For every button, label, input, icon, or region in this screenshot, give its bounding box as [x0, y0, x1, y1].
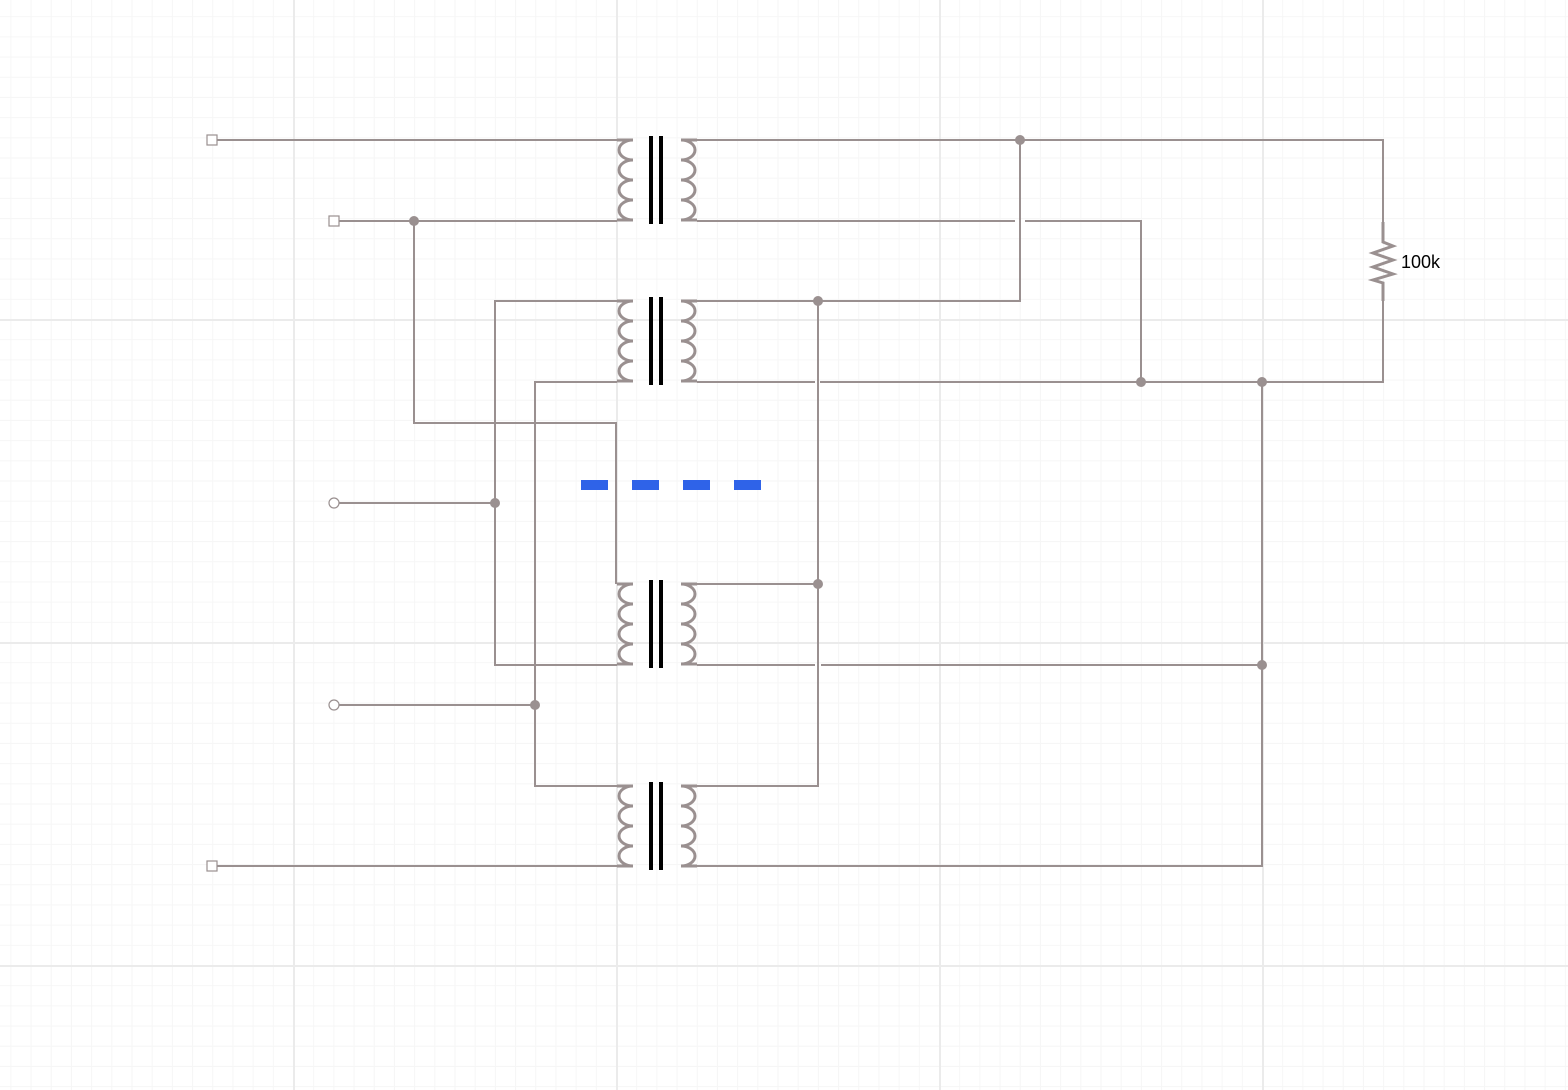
wire[interactable] [820, 301, 1384, 383]
resistor-label: 100k [1401, 252, 1441, 272]
junction-dot [813, 579, 823, 589]
junctions [409, 135, 1267, 710]
wire[interactable] [697, 382, 1263, 867]
junction-dot [409, 216, 419, 226]
resistor-100k[interactable]: 100k [1367, 222, 1441, 301]
circle-terminal[interactable] [328, 497, 340, 509]
circle-terminal[interactable] [328, 699, 340, 711]
selection-marker [581, 480, 761, 490]
primary-coil [617, 138, 634, 222]
secondary-coil [680, 582, 697, 666]
junction-dot [1257, 377, 1267, 387]
wires [212, 139, 1384, 867]
junction-dot [1015, 135, 1025, 145]
wire[interactable] [534, 381, 617, 787]
junction-dot [1257, 660, 1267, 670]
wire[interactable] [494, 300, 617, 666]
transformer-2[interactable] [617, 297, 697, 385]
blue-dash [581, 480, 608, 490]
blue-dash [683, 480, 710, 490]
primary-coil [617, 582, 634, 666]
primary-coil [617, 299, 634, 383]
junction-dot [1136, 377, 1146, 387]
secondary-coil [680, 784, 697, 868]
square-terminal[interactable] [206, 134, 218, 146]
blue-dash [632, 480, 659, 490]
wire[interactable] [697, 301, 819, 787]
junction-dot [530, 700, 540, 710]
junction-dot [490, 498, 500, 508]
secondary-coil [680, 138, 697, 222]
primary-coil [617, 784, 634, 868]
transformer-4[interactable] [617, 782, 697, 870]
blue-dash [734, 480, 761, 490]
square-terminal[interactable] [328, 215, 340, 227]
square-terminal[interactable] [206, 860, 218, 872]
wire[interactable] [697, 140, 1021, 302]
secondary-coil [680, 299, 697, 383]
junction-dot [813, 296, 823, 306]
wire[interactable] [697, 139, 1384, 222]
transformer-3[interactable] [617, 580, 697, 668]
resistor-zigzag [1367, 222, 1398, 301]
terminals [206, 134, 340, 872]
wire[interactable] [1025, 220, 1142, 382]
wire[interactable] [413, 221, 617, 584]
transformer-1[interactable] [617, 136, 697, 224]
